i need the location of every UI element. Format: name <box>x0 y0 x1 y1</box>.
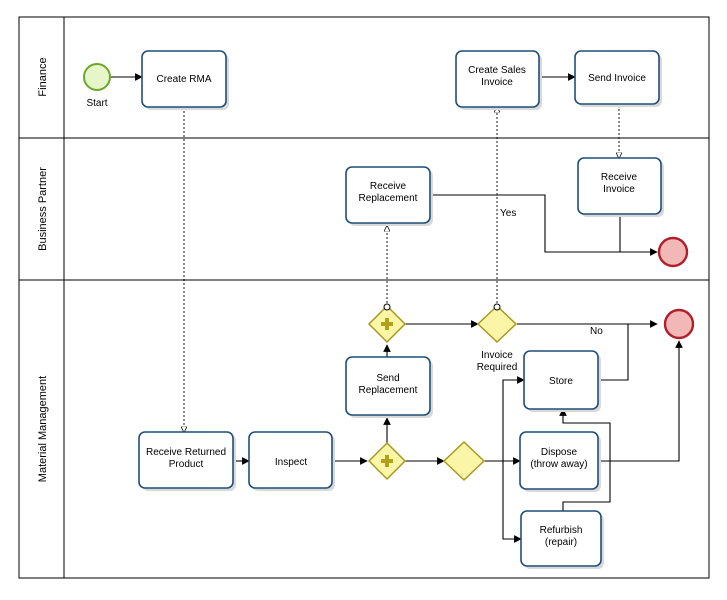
lane-label-material-management: Material Management <box>37 376 49 482</box>
task-create-rma[interactable]: Create RMA <box>141 50 229 110</box>
end-event-business-partner[interactable] <box>657 236 689 268</box>
flow-label-no: No <box>590 326 603 337</box>
start-event[interactable] <box>83 63 111 91</box>
svg-text:Business Partner: Business Partner <box>37 167 49 251</box>
lane-label-finance: Finance <box>37 57 49 96</box>
task-dispose[interactable]: Dispose(throw away) <box>519 431 601 492</box>
task-label: Inspect <box>275 457 307 468</box>
sequence-flows <box>111 73 683 543</box>
start-event-label: Start <box>86 98 107 109</box>
task-send-invoice[interactable]: Send Invoice <box>574 50 662 107</box>
end-event-material-management[interactable] <box>663 308 695 340</box>
task-label: Send Invoice <box>588 73 646 84</box>
parallel-gateway-bottom[interactable] <box>367 441 407 481</box>
task-label: Dispose(throw away) <box>530 447 587 470</box>
svg-text:Material Management: Material Management <box>37 376 49 482</box>
task-label: Store <box>549 376 573 387</box>
task-label: Refurbish(repair) <box>540 525 583 548</box>
exclusive-gateway-invoice-required[interactable] <box>476 303 518 344</box>
lane-label-business-partner: Business Partner <box>37 167 49 251</box>
message-flows <box>184 105 619 432</box>
flow-label-yes: Yes <box>500 208 516 219</box>
svg-text:Finance: Finance <box>37 57 49 96</box>
parallel-gateway-top[interactable] <box>367 303 407 344</box>
task-label: Create RMA <box>156 74 211 85</box>
task-inspect[interactable]: Inspect <box>248 431 335 491</box>
task-refurbish[interactable]: Refurbish(repair) <box>520 510 604 569</box>
exclusive-gateway-disposition[interactable] <box>442 440 486 482</box>
task-store[interactable]: Store <box>523 350 601 412</box>
